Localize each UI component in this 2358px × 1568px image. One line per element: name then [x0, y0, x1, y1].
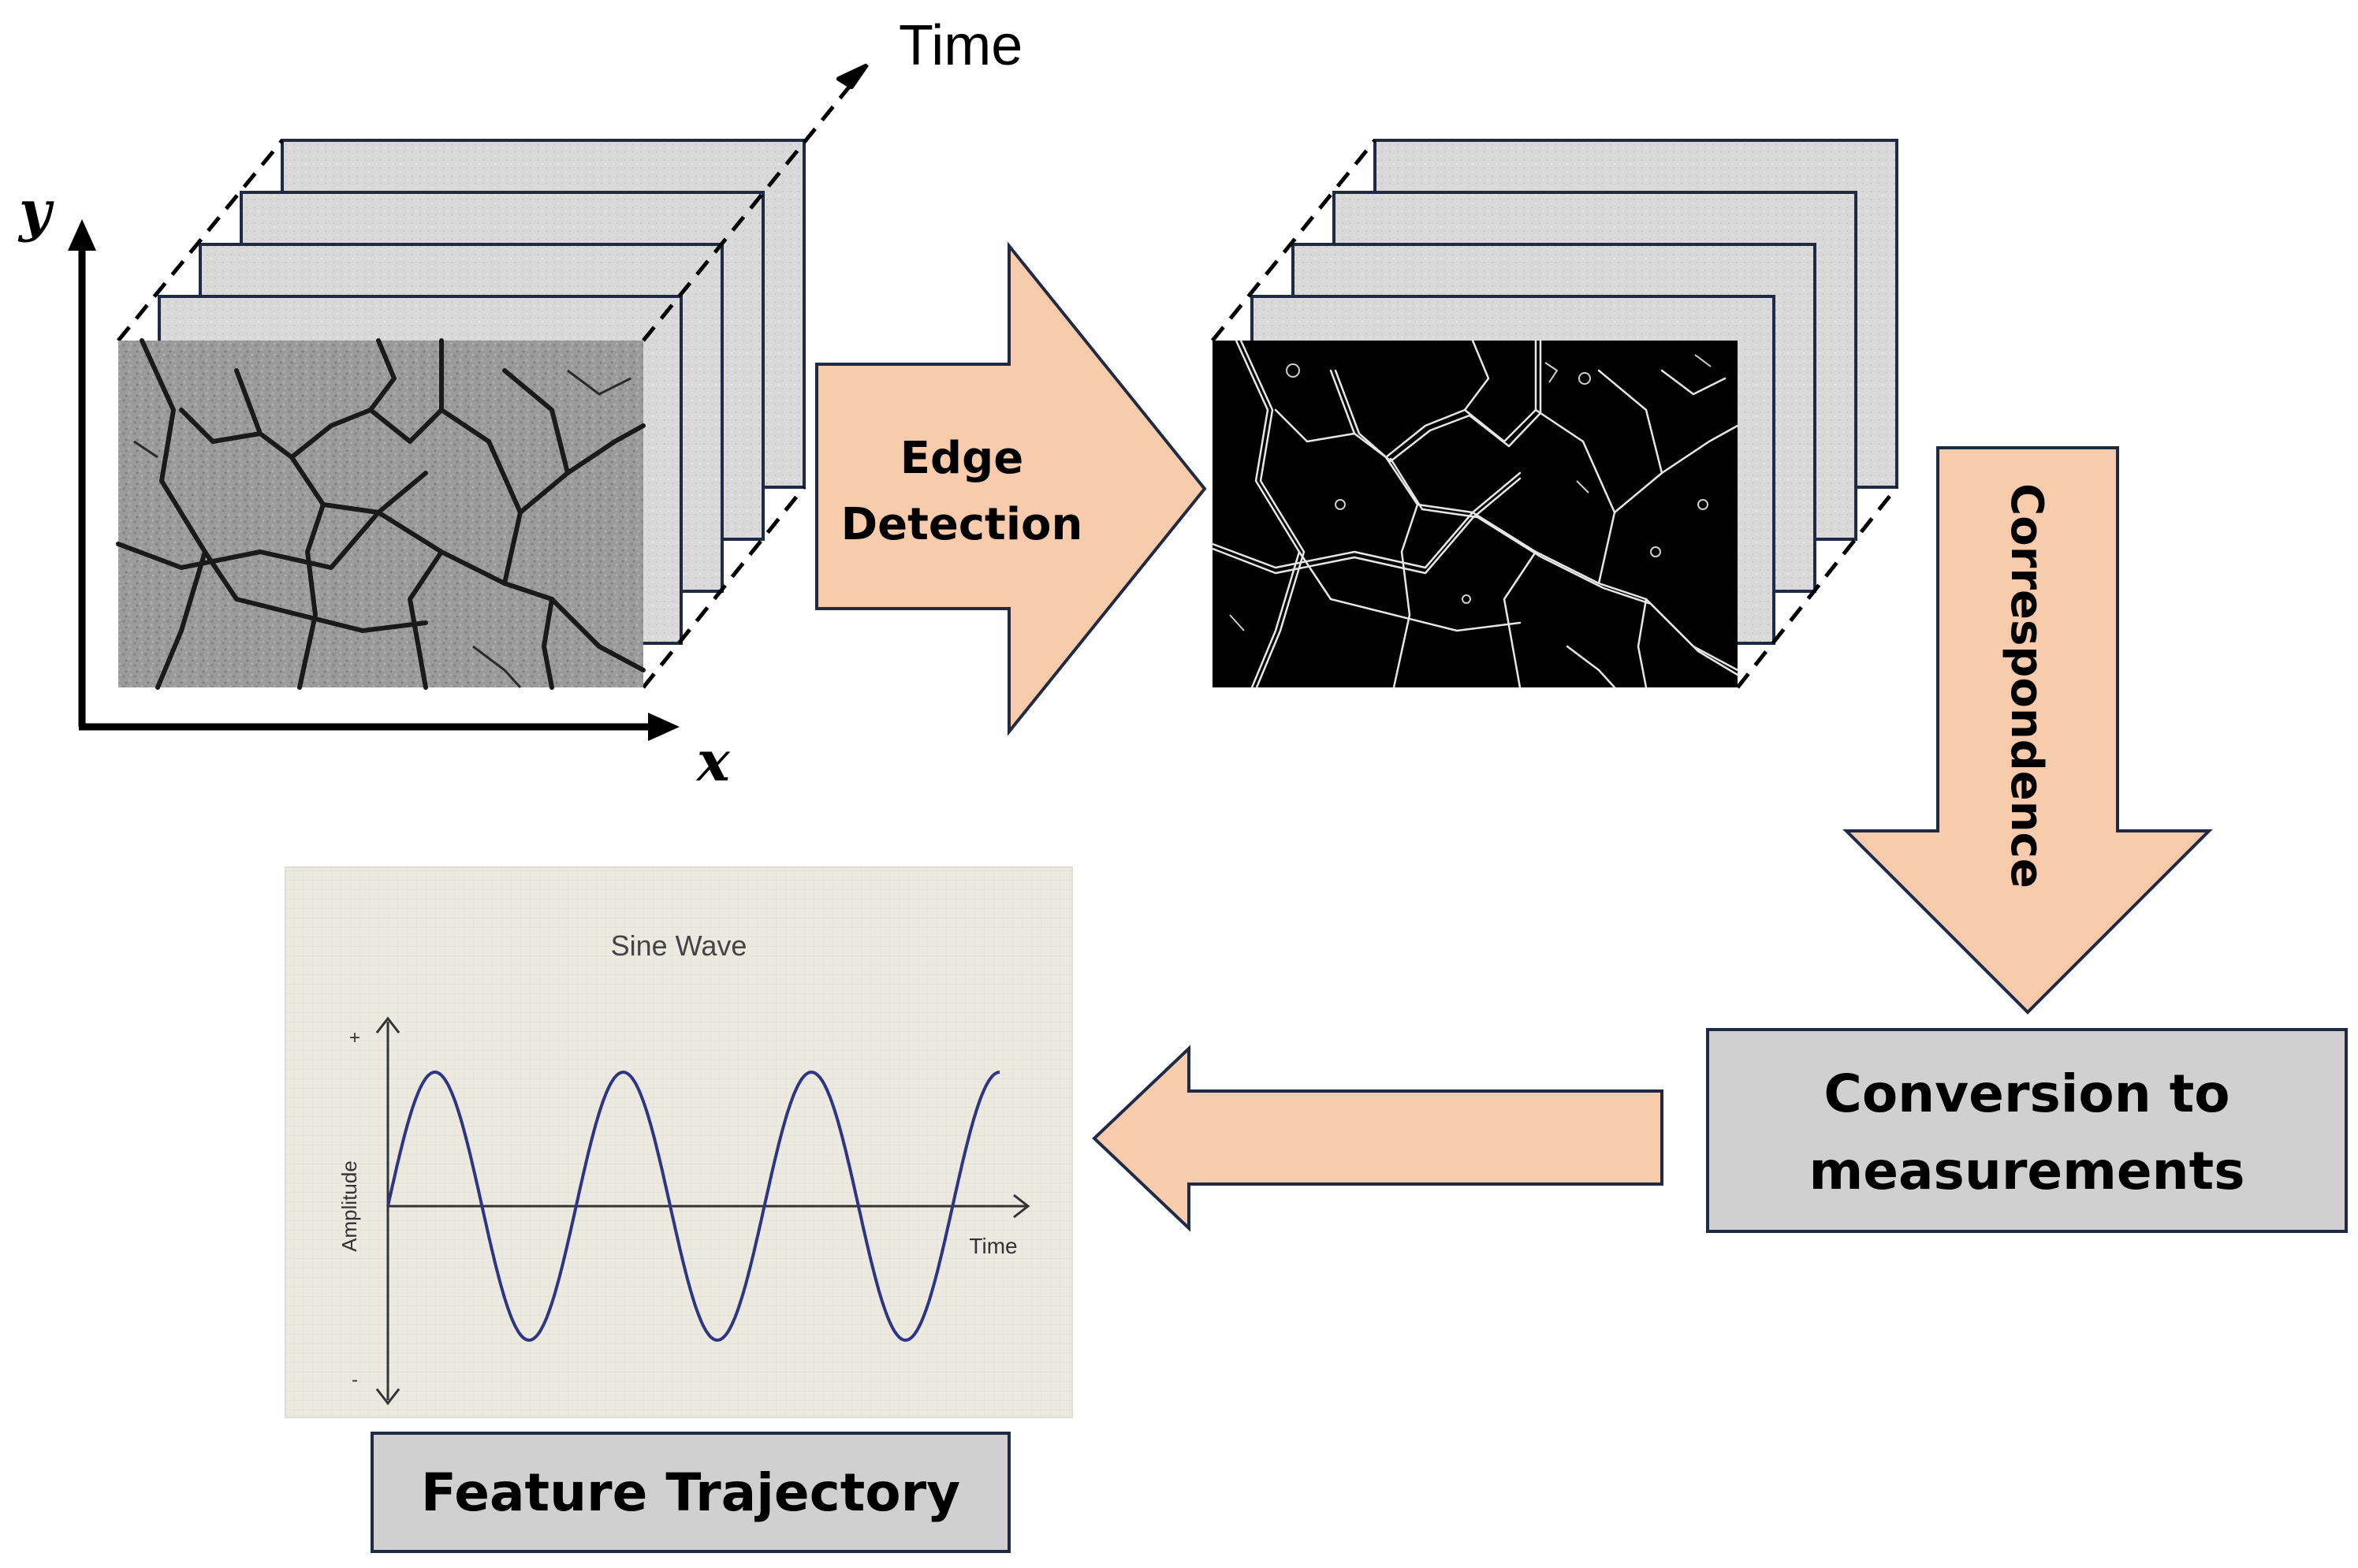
depth-line-bottom-right [642, 486, 806, 689]
sine-y-label: Amplitude [337, 1160, 361, 1252]
conversion-label-line2: measurements [1809, 1141, 2244, 1201]
x-axis-label: x [695, 728, 731, 794]
feature-trajectory-label: Feature Trajectory [421, 1462, 960, 1523]
y-axis-label: y [17, 178, 54, 244]
edge-map-image [1211, 339, 1739, 689]
sine-y-minus: - [352, 1369, 358, 1391]
depth-line-top-left [117, 139, 284, 342]
edge-detection-label-line2: Detection [841, 499, 1083, 550]
conversion-box: Conversion to measurements [1706, 1028, 2348, 1233]
time-label: Time [899, 14, 1023, 77]
time-axis-arrowhead [836, 64, 868, 89]
sine-wave-panel: Sine Wave + - Amplitude Time [285, 866, 1073, 1418]
time-axis-line [642, 63, 869, 342]
edge-depth-line-bottom [1736, 486, 1898, 689]
y-axis-arrowhead [68, 219, 96, 251]
sine-y-axis-bottom-arrow [375, 1388, 400, 1406]
sine-y-axis-top-arrow [375, 1016, 400, 1034]
sine-x-label: Time [969, 1234, 1017, 1258]
sine-panel-background [285, 866, 1073, 1418]
edge-frame-stack [1211, 139, 1898, 689]
edge-detection-label-line1: Edge [900, 433, 1023, 484]
x-axis-arrowhead [648, 713, 680, 741]
correspondence-label: Correspondence [2001, 483, 2052, 888]
feature-trajectory-box: Feature Trajectory [371, 1432, 1011, 1553]
conversion-label-line1: Conversion to [1823, 1063, 2229, 1124]
edge-depth-line-top [1211, 139, 1376, 342]
sine-curve [386, 1070, 1000, 1343]
sine-y-plus: + [349, 1027, 360, 1048]
correspondence-arrow: Correspondence [1842, 446, 2213, 1015]
to-trajectory-arrow [1092, 1045, 1663, 1232]
concrete-crack-photo [116, 338, 646, 690]
edge-detection-arrow: Edge Detection [815, 241, 1207, 736]
input-frame-stack: Time y x [17, 14, 1023, 794]
sine-title: Sine Wave [611, 929, 747, 962]
sine-x-axis-arrow [1013, 1194, 1030, 1219]
